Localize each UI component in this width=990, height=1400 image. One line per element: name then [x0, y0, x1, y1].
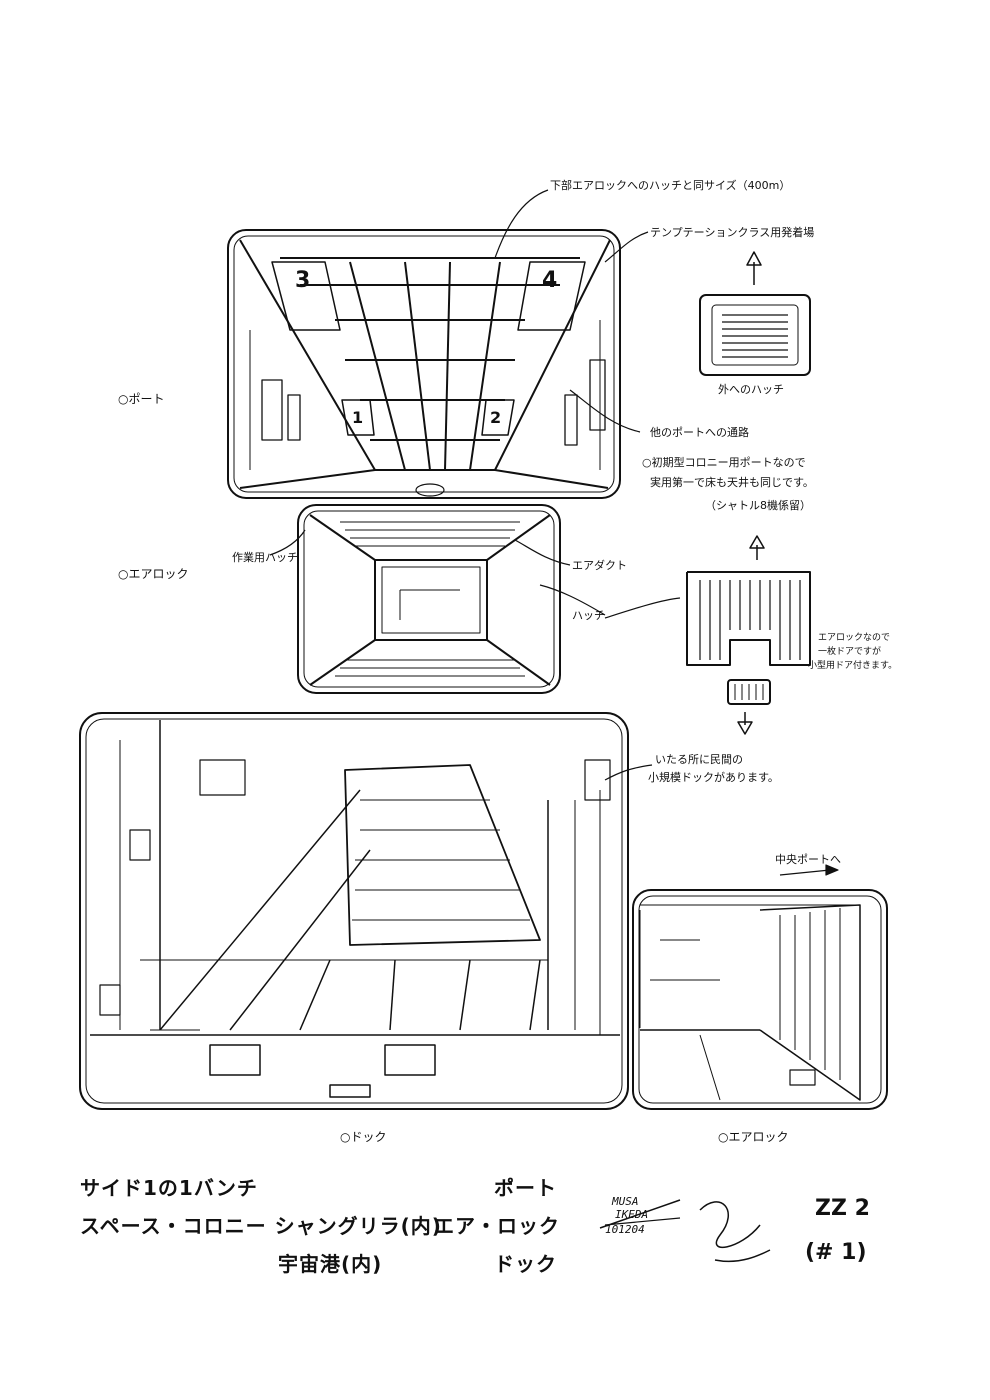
sheet-code: ZZ 2: [815, 1196, 870, 1221]
dock-panel: [79, 712, 629, 1110]
signature-name-2: IKEDA: [615, 1208, 649, 1221]
early-colony-note-3: （シャトル8機係留）: [705, 499, 811, 512]
bay-number-2: 2: [490, 408, 502, 427]
airlock-door-note-3: 小型用ドア付きます。: [808, 661, 898, 671]
bay-number-3: 3: [295, 268, 311, 293]
signature-date: 101204: [605, 1223, 645, 1236]
airlock-door-diagram: [686, 535, 811, 735]
early-colony-note-2: 実用第一で床も天井も同じです。: [650, 476, 814, 489]
section-label-dock: ○ドック: [340, 1130, 387, 1144]
bay-number-1: 1: [352, 408, 364, 427]
airlock-2-panel: [632, 889, 888, 1110]
section-label-airlock: ○エアロック: [118, 567, 189, 581]
leader-lines: [269, 189, 839, 876]
top-hatch-note: 下部エアロックへのハッチと同サイズ（400m）: [550, 179, 791, 192]
title-port: ポート: [494, 1176, 557, 1200]
central-port-note: 中央ポートへ: [775, 853, 841, 866]
outer-hatch-label: 外へのハッチ: [718, 383, 784, 396]
sheet-number: (# 1): [805, 1240, 867, 1265]
section-label-airlock-2: ○エアロック: [718, 1130, 789, 1144]
bay-number-4: 4: [542, 268, 558, 293]
passage-note: 他のポートへの通路: [650, 426, 749, 439]
civil-dock-note-1: いたる所に民間の: [655, 753, 743, 766]
title-line-3: 宇宙港(内): [278, 1252, 383, 1276]
early-colony-note-1: ○初期型コロニー用ポートなので: [642, 456, 806, 469]
signature-name-1: MUSA: [612, 1195, 639, 1208]
signature-scribble: [699, 1201, 771, 1262]
outer-hatch-diagram: [699, 251, 811, 376]
port-panel: [227, 229, 621, 499]
civil-dock-note-2: 小規模ドックがあります。: [648, 771, 779, 784]
hatch-label: ハッチ: [572, 609, 605, 622]
airlock-door-note-1: エアロックなので: [818, 633, 891, 643]
air-duct-label: エアダクト: [572, 559, 627, 572]
title-airlock: エア・ロック: [434, 1214, 560, 1238]
section-label-port: ○ポート: [118, 392, 165, 406]
title-dock: ドック: [494, 1252, 557, 1276]
airlock-door-note-2: 一枚ドアですが: [818, 647, 882, 657]
title-line-2: スペース・コロニー シャングリラ(内): [80, 1214, 442, 1238]
landing-area-note: テンプテーションクラス用発着場: [650, 226, 815, 239]
work-hatch-label: 作業用ハッチ: [232, 551, 298, 564]
airlock-panel: [297, 504, 561, 694]
title-line-1: サイド1の1バンチ: [80, 1176, 258, 1200]
